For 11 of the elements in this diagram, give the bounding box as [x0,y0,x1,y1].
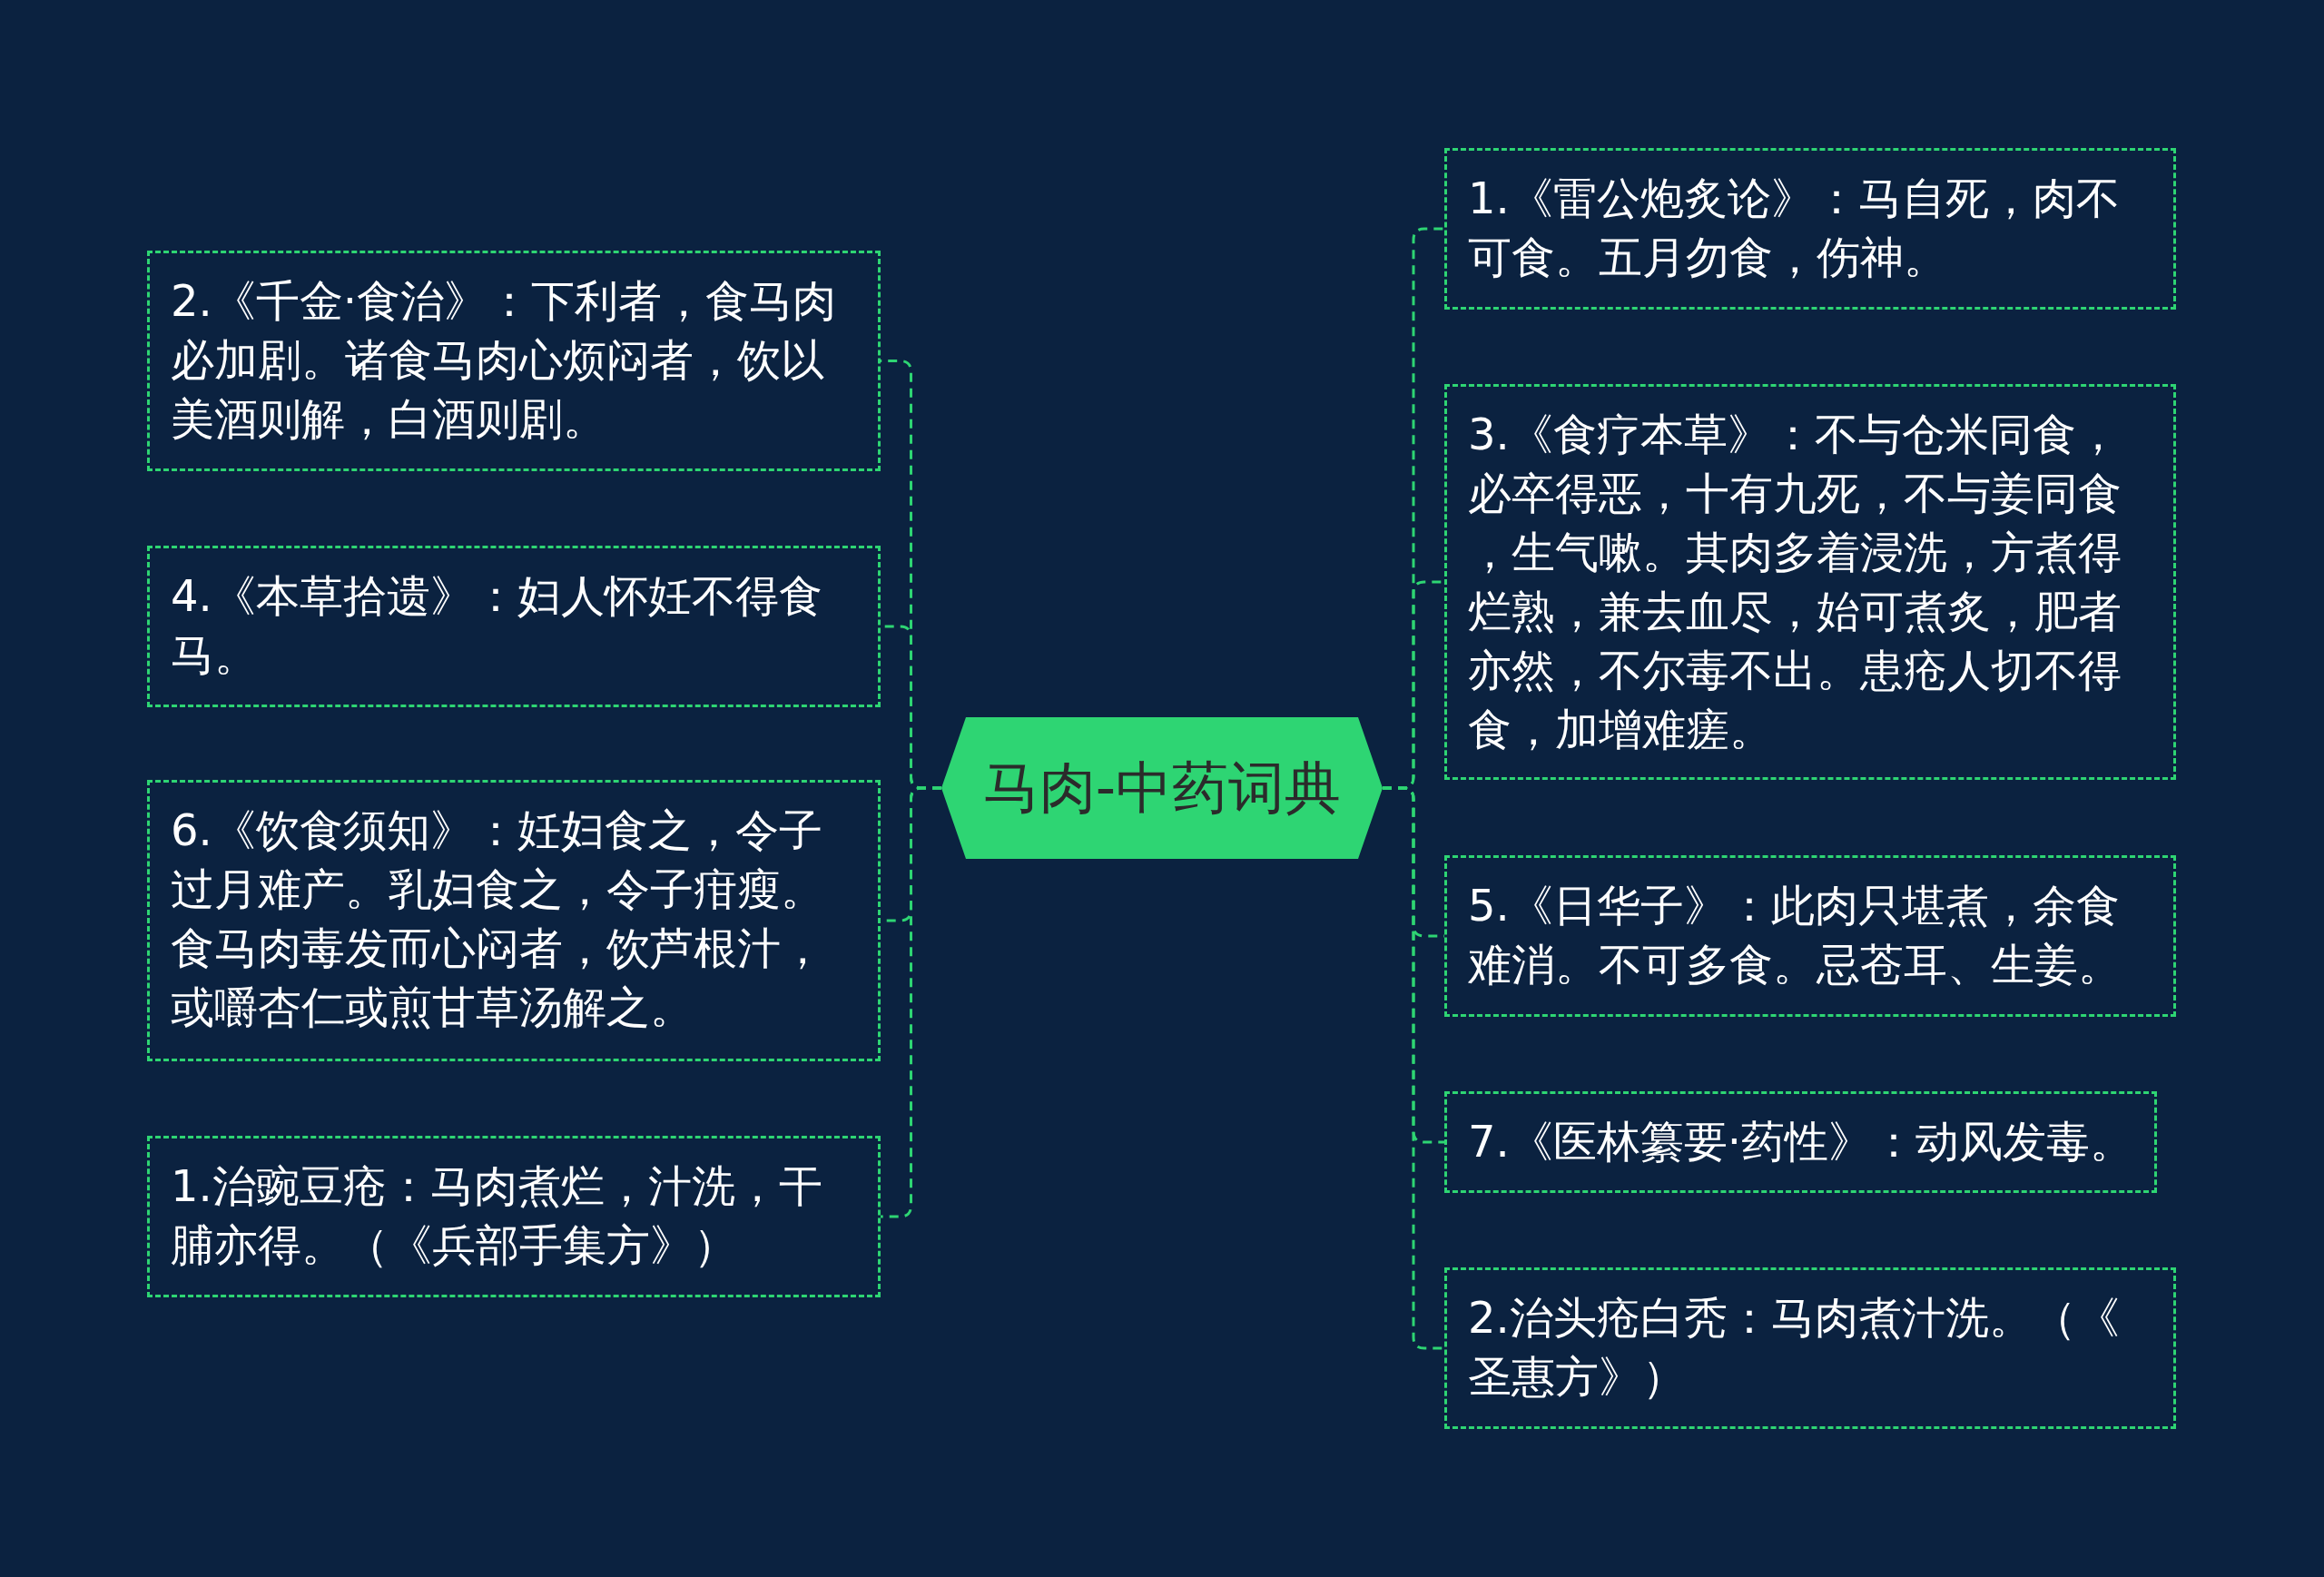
note-box: 7.《医林纂要·药性》：动风发毒。 [1444,1091,2158,1193]
note-box: 1.《雷公炮炙论》：马自死，肉不可食。五月勿食，伤神。 [1444,148,2176,310]
note-box: 3.《食疗本草》：不与仓米同食，必卒得恶，十有九死，不与姜同食，生气嗽。其肉多着浸洗，方煮得烂熟，兼去血尽，始可煮炙，肥者亦然，不尔毒不出。患疮人切不得食，加增难瘥。 [1444,384,2176,780]
topic-hexagon: 马肉-中药词典 [941,717,1383,859]
note-box: 4.《本草拾遗》：妇人怀妊不得食马。 [147,546,881,707]
note-box: 6.《饮食须知》：妊妇食之，令子过月难产。乳妇食之，令子疳瘦。食马肉毒发而心闷者，饮芦根汁，或嚼杏仁或煎甘草汤解之。 [147,780,881,1061]
note-box: 2.《千金·食治》：下利者，食马肉必加剧。诸食马肉心烦闷者，饮以美酒则解，白酒则剧。 [147,251,881,471]
connector-line [1383,786,1444,1350]
note-box: 5.《日华子》：此肉只堪煮，余食难消。不可多食。忌苍耳、生姜。 [1444,855,2176,1017]
note-box: 2.治头疮白秃：马肉煮汁洗。（《圣惠方》） [1444,1267,2176,1429]
note-box: 1.治豌豆疮：马肉煮烂，汁洗，干脯亦得。（《兵部手集方》） [147,1136,881,1297]
